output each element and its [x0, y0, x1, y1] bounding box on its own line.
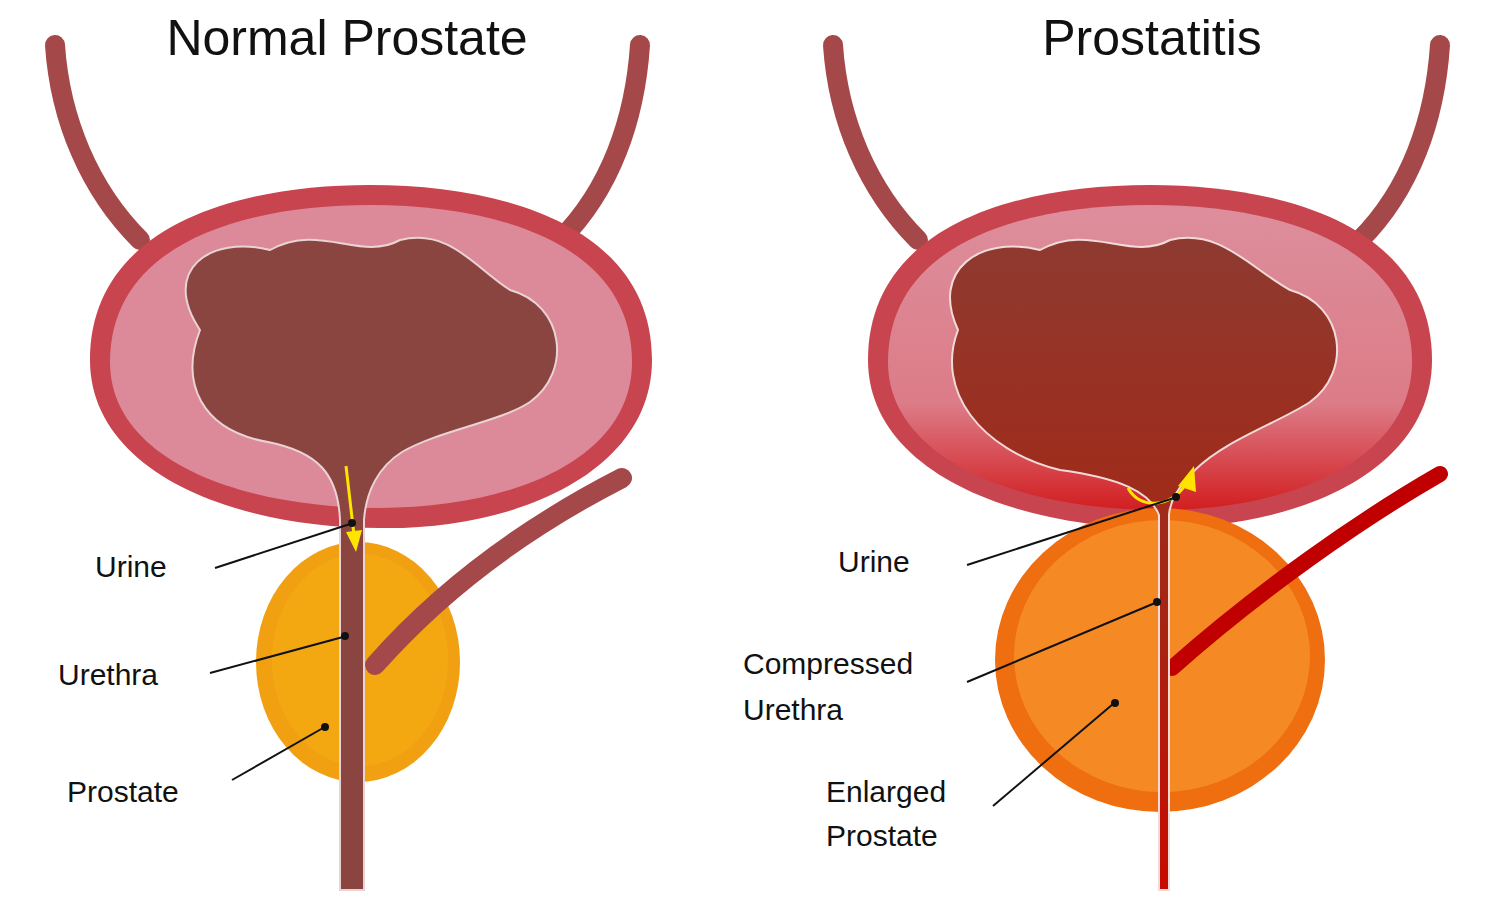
part-label: Urethra: [58, 657, 218, 693]
normal-anatomy: [55, 45, 652, 890]
part-label: Prostate: [67, 774, 237, 810]
panel-title: Normal Prostate: [97, 8, 597, 68]
panel-title: Prostatitis: [952, 8, 1352, 68]
part-label: Urine: [838, 544, 978, 580]
part-label: Enlarged Prostate: [826, 770, 986, 858]
leader-lines: [210, 494, 1179, 806]
part-label: Compressed Urethra: [743, 641, 953, 733]
prostatitis-anatomy: [833, 45, 1440, 890]
part-label: Urine: [95, 549, 235, 585]
